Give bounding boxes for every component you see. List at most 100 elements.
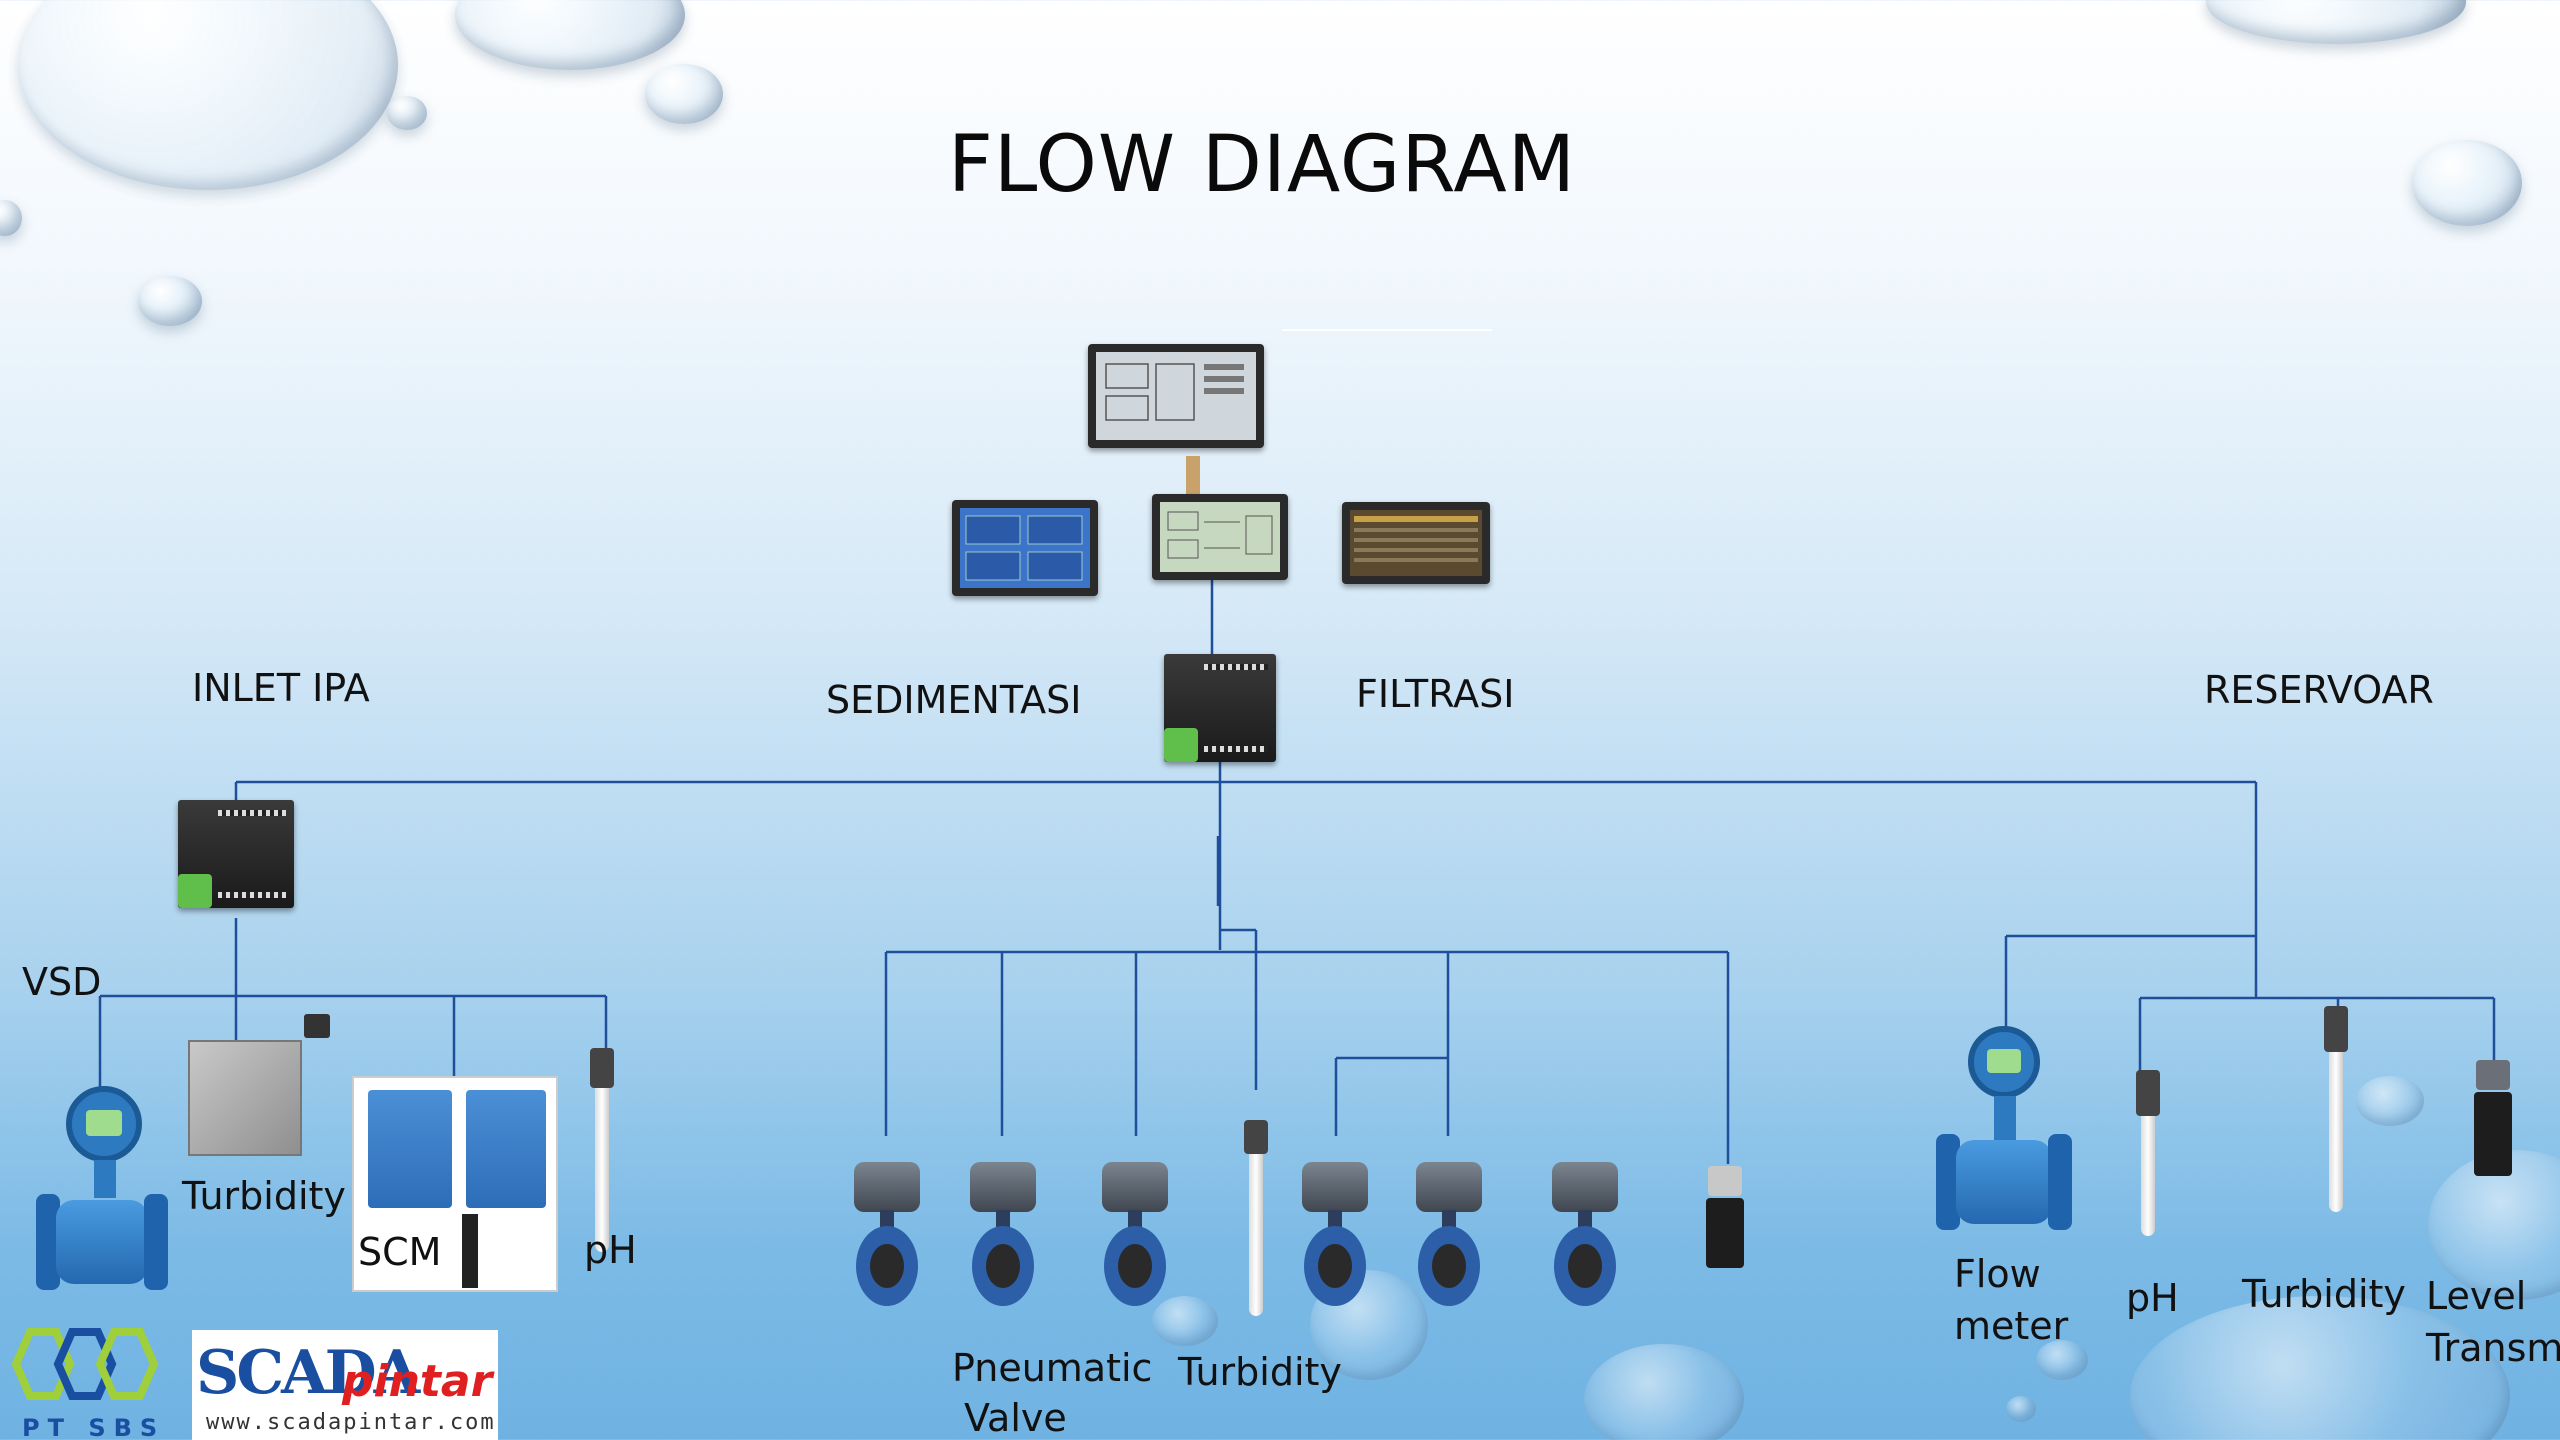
reservoir-ph-probe: [2136, 1070, 2160, 1236]
valve-stem: [996, 1210, 1010, 1228]
flow-meter-label-1: Flow: [1954, 1252, 2041, 1296]
reservoir-turbidity-probe: [2324, 1006, 2348, 1212]
turbidity-probe-tube: [2329, 1052, 2343, 1212]
level-transmitter-body: [2474, 1092, 2512, 1176]
water-drop-11: [1584, 1344, 1744, 1440]
section-inlet-ipa: INLET IPA: [192, 666, 370, 710]
valve-body: [1418, 1226, 1480, 1306]
section-filtrasi: FILTRASI: [1356, 672, 1515, 716]
scm-label: SCM: [358, 1230, 442, 1274]
flow-meter-body: [56, 1200, 148, 1284]
scm-panel: [352, 1076, 558, 1292]
flow-meter-neck: [1994, 1096, 2016, 1142]
pneumatic-valve-3: [1098, 1162, 1172, 1312]
hmi-monitor-left: [952, 500, 1098, 596]
vsd-label: VSD: [22, 960, 102, 1004]
center-turbidity-label: Turbidity: [1178, 1350, 1342, 1394]
reservoir-turbidity-label: Turbidity: [2242, 1272, 2406, 1316]
turbidity-display: [304, 1014, 330, 1038]
flow-meter-icon: [66, 1086, 142, 1162]
pneumatic-valve-2: [966, 1162, 1040, 1312]
butterfly-valve-icon: [1552, 1162, 1618, 1212]
plc-terminal-row: [1204, 746, 1268, 752]
inlet-plc: [178, 800, 294, 908]
main-hmi-monitor: [1088, 344, 1264, 448]
inlet-ph-label: pH: [584, 1228, 637, 1272]
inlet-ph-probe: [590, 1048, 614, 1252]
scada-wordmark: SCADA: [196, 1338, 420, 1408]
ph-probe-tube: [595, 1088, 609, 1252]
water-drop-9: [1152, 1296, 1218, 1346]
flow-meter-flange: [2048, 1134, 2072, 1230]
level-transmitter-label-2: Transmit: [2426, 1326, 2560, 1370]
section-sedimentasi: SEDIMENTASI: [826, 678, 1082, 722]
scadapintar-logo: SCADA pintar www.scadapintar.com: [192, 1330, 498, 1440]
valve-body: [1554, 1226, 1616, 1306]
valve-stem: [880, 1210, 894, 1228]
ph-probe-tube: [2141, 1116, 2155, 1236]
hmi-monitor-icon: [1160, 502, 1280, 572]
flow-meter-body: [1956, 1140, 2052, 1224]
scm-unit-left: [368, 1090, 452, 1208]
flow-meter-icon: [1968, 1026, 2040, 1098]
water-drop-5: [138, 276, 202, 326]
reservoir-level-transmitter: [2474, 1060, 2512, 1176]
ph-probe-icon: [590, 1048, 614, 1088]
flow-meter-neck: [94, 1160, 116, 1198]
water-drop-12: [2036, 1340, 2088, 1380]
water-drop-6: [0, 200, 22, 236]
sbs-text: PT SBS: [22, 1414, 166, 1440]
level-transmitter-label-1: Level: [2426, 1274, 2527, 1318]
page-title: FLOW DIAGRAM: [948, 120, 1577, 210]
pneumatic-valve-4: [1298, 1162, 1372, 1312]
flow-meter-flange: [144, 1194, 168, 1290]
level-transmitter-icon: [1708, 1166, 1742, 1196]
inlet-turbidity-label: Turbidity: [182, 1174, 346, 1218]
sbs-hexagon-logo: [11, 1328, 159, 1400]
butterfly-valve-icon: [1102, 1162, 1168, 1212]
butterfly-valve-icon: [854, 1162, 920, 1212]
pneumatic-valve-1: [850, 1162, 924, 1312]
pneumatic-valve-label-1: Pneumatic: [952, 1346, 1153, 1390]
valve-stem: [1578, 1210, 1592, 1228]
reservoir-flow-meter: [1936, 1026, 2074, 1232]
monitor-stand: [1186, 456, 1200, 500]
pneumatic-valve-5: [1412, 1162, 1486, 1312]
valve-body: [972, 1226, 1034, 1306]
pt-sbs-logo: PT SBS: [0, 1322, 176, 1440]
valve-stem: [1442, 1210, 1456, 1228]
water-drop-13: [2006, 1396, 2036, 1422]
hmi-monitor-icon: [1096, 352, 1256, 440]
scm-unit-right: [466, 1090, 546, 1208]
hmi-monitor-icon: [1350, 510, 1482, 576]
scm-sensor: [462, 1214, 478, 1288]
plc-terminal-row: [218, 810, 286, 816]
water-drop-14: [2356, 1076, 2424, 1126]
inlet-flow-meter: [30, 1086, 174, 1292]
level-transmitter-icon: [2476, 1060, 2510, 1090]
pintar-wordmark: pintar: [342, 1356, 493, 1407]
hmi-monitor-icon: [960, 508, 1090, 588]
ph-probe-icon: [2324, 1006, 2348, 1052]
plc-icon: [178, 874, 212, 908]
butterfly-valve-icon: [970, 1162, 1036, 1212]
pneumatic-valve-label-2: Valve: [964, 1396, 1067, 1440]
valve-stem: [1128, 1210, 1142, 1228]
valve-stem: [1328, 1210, 1342, 1228]
turbidity-probe-tube: [1249, 1154, 1263, 1316]
valve-body: [1104, 1226, 1166, 1306]
flow-meter-label-2: meter: [1954, 1304, 2069, 1348]
center-turbidity-probe: [1244, 1120, 1268, 1316]
hmi-monitor-right: [1342, 502, 1490, 584]
hmi-monitor-center: [1152, 494, 1288, 580]
level-transmitter-body: [1706, 1198, 1744, 1268]
valve-body: [856, 1226, 918, 1306]
water-drop-8: [2412, 140, 2522, 226]
water-drop-4: [387, 96, 427, 130]
ph-probe-icon: [2136, 1070, 2160, 1116]
plc-terminal-row: [218, 892, 286, 898]
butterfly-valve-icon: [1302, 1162, 1368, 1212]
scada-url: www.scadapintar.com: [206, 1410, 496, 1435]
center-level-transmitter: [1706, 1166, 1744, 1268]
